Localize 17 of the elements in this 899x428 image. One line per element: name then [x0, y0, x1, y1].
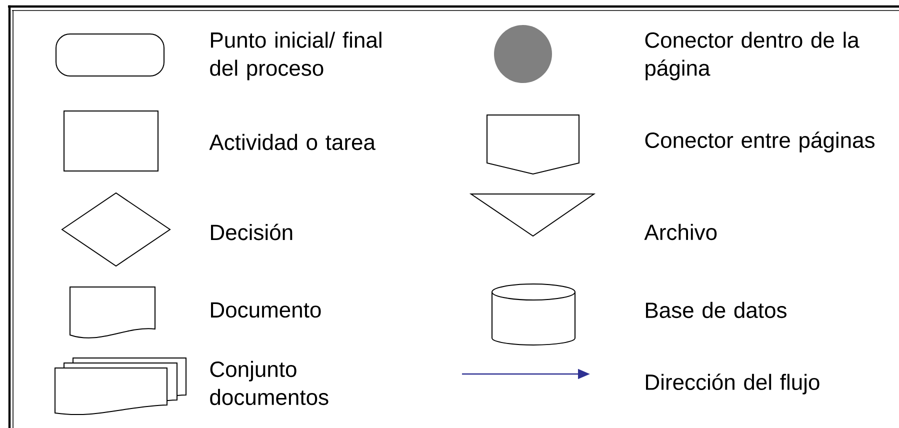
symbol-description: Decisión — [211, 224, 292, 240]
symbol-description: Conector entre páginas — [645, 132, 874, 152]
symbol-description: Base de datos — [646, 302, 786, 318]
symbol-description: Archivo — [644, 224, 717, 240]
stacked-documents-symbol — [54, 358, 187, 416]
process-rectangle — [64, 110, 158, 172]
terminal-symbol — [56, 34, 165, 76]
offpage-connector-symbol — [486, 114, 580, 174]
connector-circle — [494, 25, 552, 83]
symbol-description: Punto inicial/ final del proceso — [210, 32, 382, 80]
document-symbol — [70, 286, 156, 338]
database-cylinder — [492, 284, 576, 346]
legend-text: Dirección del flujo — [646, 374, 820, 394]
symbol-description: Conjunto documentos — [210, 360, 328, 406]
symbol-description: Documento — [211, 302, 321, 318]
symbol-description: Conector dentro de la página — [645, 32, 860, 80]
symbol-description: Actividad o tarea — [209, 134, 376, 150]
